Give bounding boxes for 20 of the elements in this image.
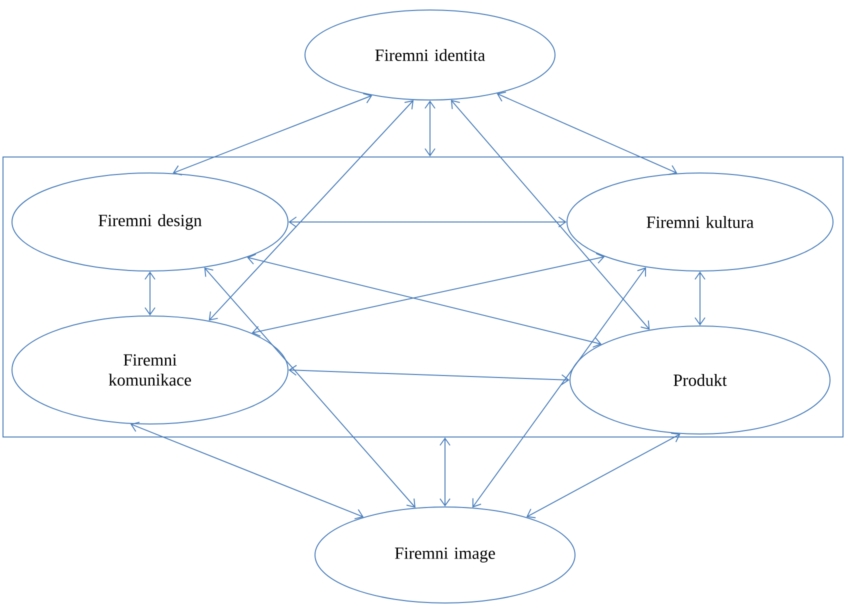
arrow [424, 100, 436, 156]
arrow [130, 422, 364, 520]
arrow [288, 216, 567, 228]
arrow [172, 93, 372, 176]
arrow [496, 92, 678, 176]
arrow [450, 100, 650, 330]
arrow [526, 432, 680, 518]
arrow [440, 438, 450, 506]
arrow [288, 364, 570, 386]
ellipse-node: Firemni komunikace [12, 316, 288, 424]
ellipse-node: Firemni image [314, 506, 576, 604]
arrow [472, 267, 646, 508]
arrow [208, 100, 414, 321]
arrow [204, 268, 416, 508]
ellipse-node: Firemni design [12, 172, 288, 272]
ellipse-node: Produkt [570, 326, 830, 434]
ellipse-node: Firemni identita [304, 10, 556, 100]
arrow [694, 272, 706, 326]
arrow [144, 272, 156, 316]
ellipse-node: Firemni kultura [566, 172, 834, 272]
